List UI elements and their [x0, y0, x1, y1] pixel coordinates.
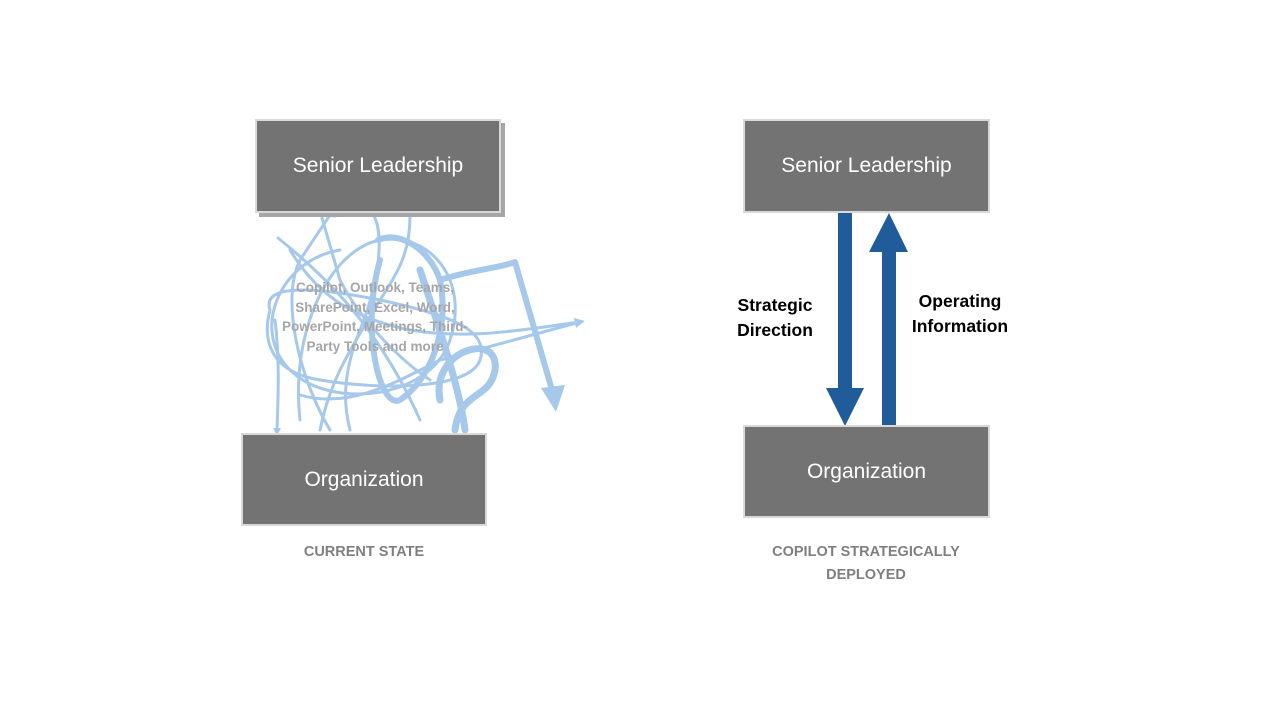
current-state-caption: CURRENT STATE [303, 544, 425, 560]
operating-information-label: Operating Information [890, 289, 1030, 339]
strategic-direction-line1: Strategic [737, 295, 813, 315]
caption-line2: DEPLOYED [826, 567, 906, 583]
current-senior-leadership-box: Senior Leadership [255, 119, 501, 213]
copilot-deployed-caption: COPILOT STRATEGICALLY DEPLOYED [746, 541, 986, 587]
copilot-organization-box: Organization [743, 425, 990, 518]
operating-information-line1: Operating [918, 291, 1002, 311]
tools-list-text: Copilot, Outlook, Teams, SharePoint, Exc… [281, 280, 468, 354]
strategic-direction-label: Strategic Direction [705, 293, 845, 343]
strategic-direction-line2: Direction [737, 320, 813, 340]
current-organization-box: Organization [241, 433, 487, 526]
caption-line1: COPILOT STRATEGICALLY [772, 544, 960, 560]
strategic-direction-arrow [826, 213, 864, 426]
operating-information-arrow [869, 213, 908, 427]
operating-information-line2: Information [911, 316, 1009, 336]
copilot-senior-leadership-box: Senior Leadership [743, 119, 990, 213]
